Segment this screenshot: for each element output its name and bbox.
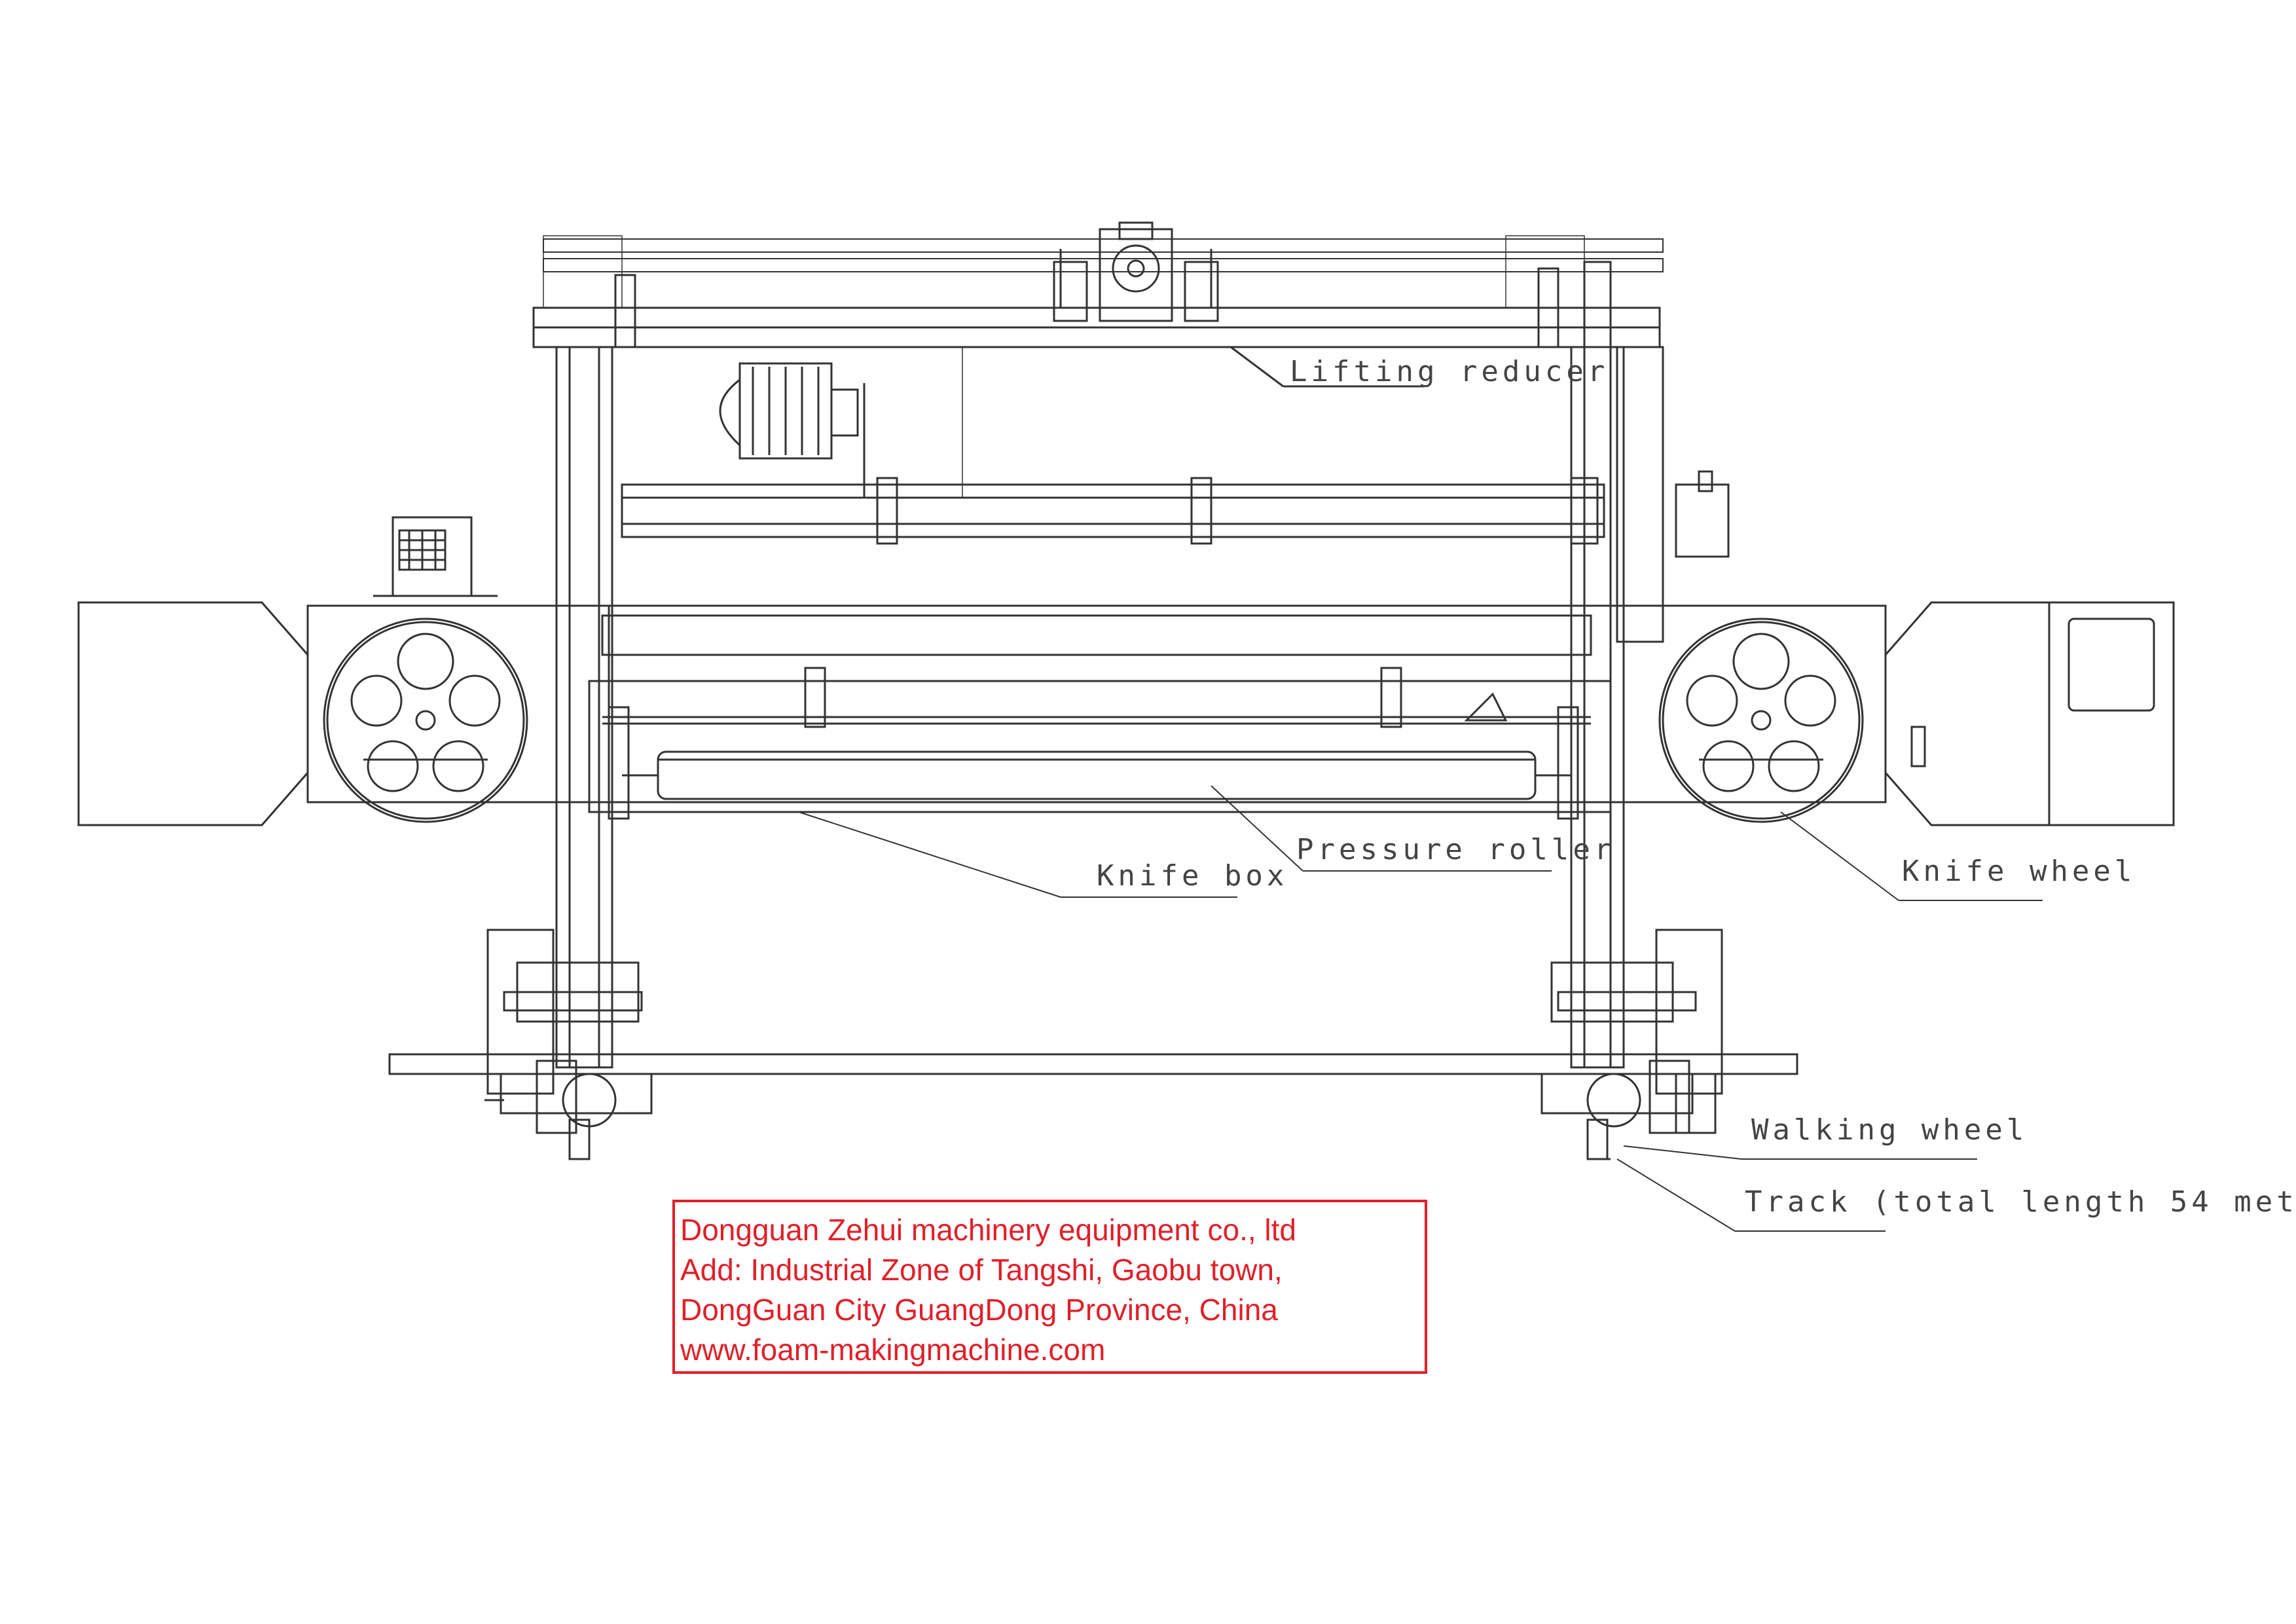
left-walking-wheel — [484, 1060, 653, 1160]
right-walking-wheel — [1540, 1060, 1717, 1160]
lifting-reducer — [614, 221, 1612, 388]
right-knife-wheel — [1658, 618, 1864, 823]
label-knife-wheel: Knife wheel — [1902, 855, 2136, 888]
track — [388, 1053, 1798, 1075]
company-website: www.foam-makingmachine.com — [680, 1333, 1106, 1367]
knife-frame — [306, 604, 1887, 803]
left-knife-wheel — [323, 618, 528, 823]
company-address-line1: Add: Industrial Zone of Tangshi, Gaobu t… — [680, 1253, 1283, 1287]
top-beam — [532, 235, 1664, 348]
knife-box — [588, 667, 1612, 820]
label-walking-wheel: Walking wheel — [1751, 1113, 2028, 1147]
label-pressure-roller: Pressure roller — [1296, 833, 1615, 866]
company-name: Dongguan Zehui machinery equipment co., … — [680, 1213, 1297, 1247]
label-knife-box: Knife box — [1097, 859, 1288, 893]
left-guard — [77, 601, 309, 826]
company-info-box: Dongguan Zehui machinery equipment co., … — [672, 1200, 1427, 1374]
left-column — [486, 346, 643, 1095]
company-address-line2: DongGuan City GuangDong Province, China — [680, 1293, 1278, 1327]
right-guard — [1884, 601, 2175, 826]
leader-lines — [798, 785, 2043, 1232]
label-lifting-reducer: Lifting reducer — [1290, 355, 1609, 388]
upper-roller — [621, 477, 1605, 545]
drive-motor — [719, 347, 963, 498]
label-track: Track (total length 54 meters) — [1745, 1185, 2296, 1219]
blower-fan — [373, 516, 498, 597]
pressure-roller-shape — [609, 750, 1591, 813]
